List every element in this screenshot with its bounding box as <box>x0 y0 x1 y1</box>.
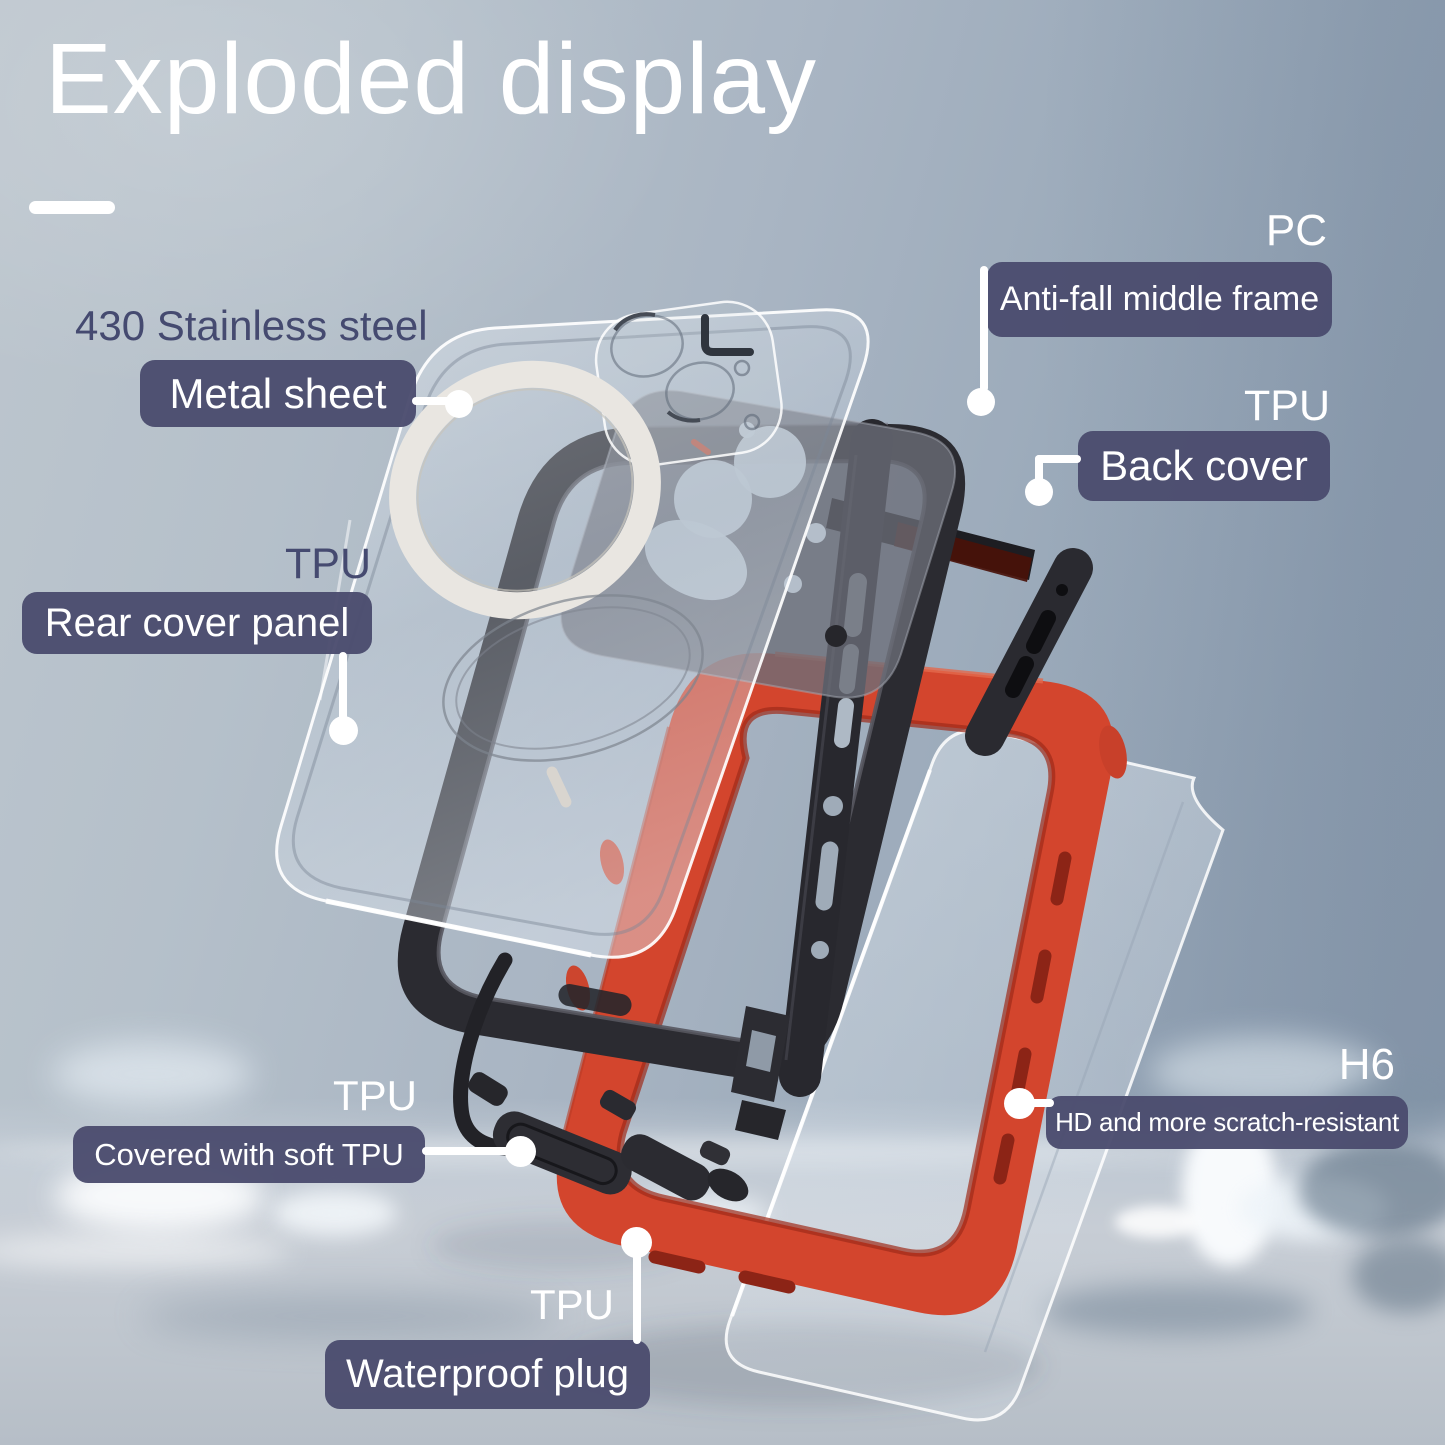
splash-shadow <box>1352 1238 1445 1313</box>
connector-dot-soft-tpu <box>505 1136 536 1167</box>
case-side-button <box>1099 725 1127 779</box>
frame-pin <box>825 625 847 647</box>
label-waterproof-plug: Waterproof plug <box>325 1340 650 1409</box>
connector-dot-waterproof-plug <box>621 1227 652 1258</box>
label-rear-cover-panel: Rear cover panel <box>22 592 372 654</box>
material-middle-frame: PC <box>1265 206 1327 255</box>
page-title: Exploded display <box>45 23 818 135</box>
magsafe-align-bar <box>546 766 572 808</box>
connector-dot-back-cover <box>1025 478 1053 506</box>
label-middle-frame: Anti-fall middle frame <box>987 262 1332 337</box>
connector-line-back-cover <box>1035 455 1043 485</box>
connector-line-screen-protector <box>1024 1099 1054 1107</box>
connector-line-back-cover <box>1035 455 1081 463</box>
material-metal-sheet: 430 Stainless steel <box>75 302 428 349</box>
panel-port-slot <box>558 984 632 1016</box>
water-shadow <box>140 1294 560 1338</box>
magsafe-ring <box>389 360 661 620</box>
title-underline-dash <box>29 201 115 214</box>
connector-dot-metal-sheet <box>445 390 473 418</box>
label-screen-protector: HD and more scratch-resistant <box>1046 1096 1408 1149</box>
panel-printed-ring <box>442 594 704 762</box>
connector-line-soft-tpu <box>422 1147 510 1155</box>
soft-tpu-plugs <box>453 952 749 1202</box>
water-highlight <box>52 1042 252 1106</box>
water-shadow <box>1042 1284 1312 1336</box>
camera-cutout-outline <box>594 300 783 467</box>
material-rear-cover-panel: TPU <box>285 540 371 588</box>
connector-dot-rear-cover-panel <box>329 716 358 745</box>
water-highlight <box>272 1190 397 1236</box>
material-back-cover: TPU <box>1244 382 1330 430</box>
label-soft-tpu: Covered with soft TPU <box>73 1126 425 1183</box>
label-metal-sheet: Metal sheet <box>140 360 416 427</box>
connector-line-metal-sheet <box>412 397 452 405</box>
middle-frame-body <box>397 423 966 1079</box>
rear-cover-panel-part <box>275 300 870 1016</box>
connector-line-rear-cover-panel <box>339 652 347 722</box>
connector-line-middle-frame <box>980 266 988 392</box>
connector-dot-screen-protector <box>1004 1088 1035 1119</box>
label-back-cover: Back cover <box>1078 431 1330 501</box>
material-screen-protector: H6 <box>1338 1040 1395 1089</box>
water-highlight <box>0 1234 290 1268</box>
connector-line-waterproof-plug <box>633 1252 641 1344</box>
connector-dot-middle-frame <box>967 388 995 416</box>
splash-shadow <box>1298 1142 1445 1237</box>
material-soft-tpu: TPU <box>333 1072 417 1119</box>
material-waterproof-plug: TPU <box>530 1281 614 1328</box>
water-glint <box>1115 1206 1200 1238</box>
